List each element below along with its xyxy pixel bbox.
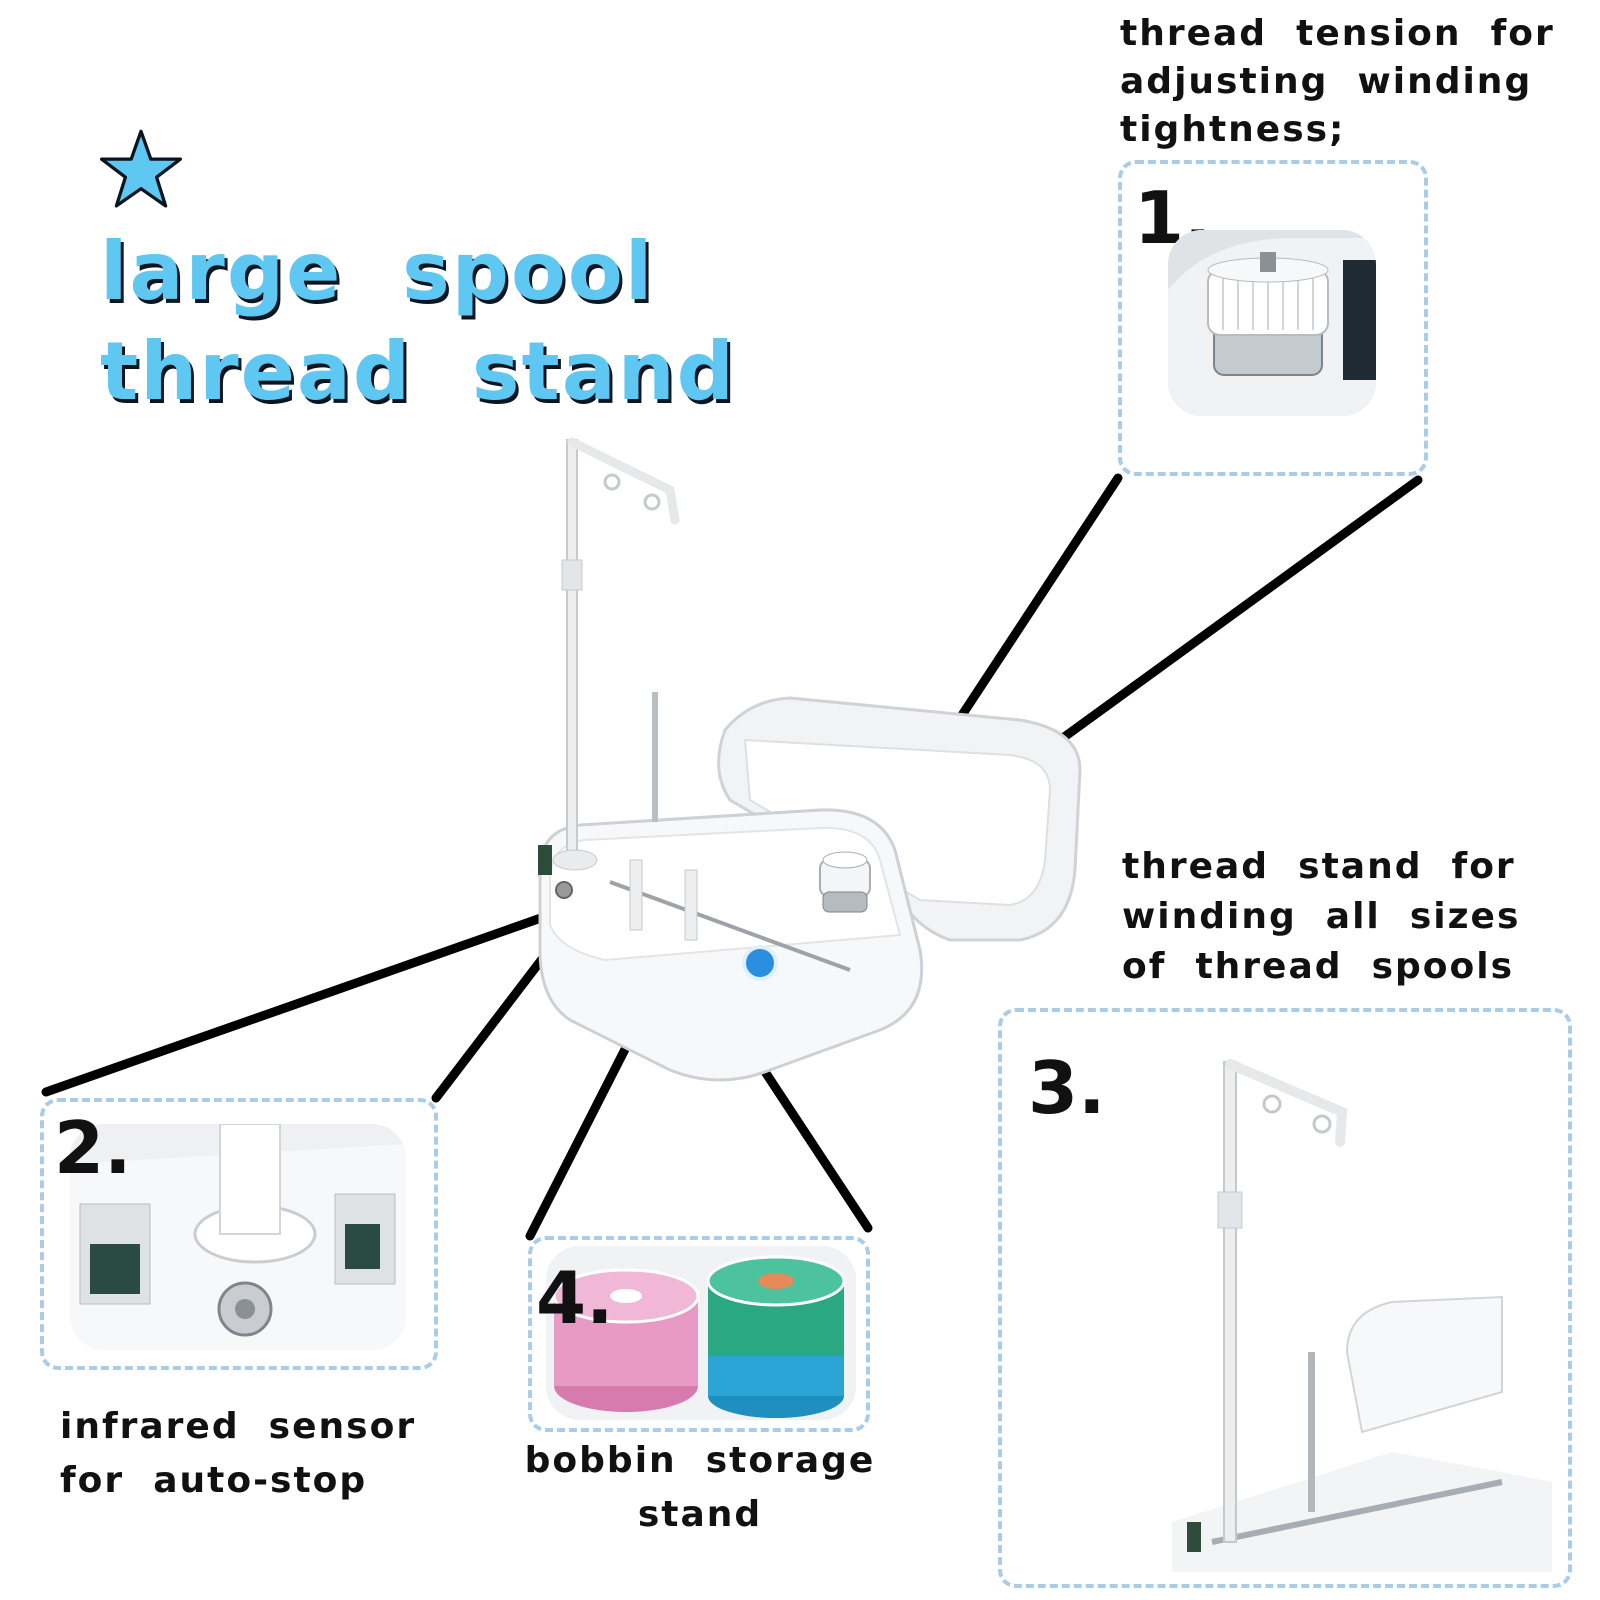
base-body xyxy=(538,808,924,1082)
callout-tension-line-3: tightness; xyxy=(1120,109,1346,150)
callout-storage-number: 4. xyxy=(536,1256,614,1340)
callout-tension-box: 1. xyxy=(1118,160,1428,476)
callout-sensor-text: infrared sensor for auto-stop xyxy=(60,1400,416,1508)
open-lid xyxy=(717,696,1082,942)
callout-storage-line-1: bobbin storage xyxy=(524,1440,876,1481)
thread-stand-photo xyxy=(1172,1059,1552,1572)
headline-line-1: large spool xyxy=(100,225,655,318)
leader-line-2a xyxy=(41,907,563,1097)
small-spindle xyxy=(629,692,698,941)
green-bobbin xyxy=(706,1255,846,1356)
headline: large spool thread stand xyxy=(100,222,736,422)
callout-storage-line-2: stand xyxy=(637,1494,763,1535)
callout-stand-number: 3. xyxy=(1028,1046,1106,1130)
callout-tension-line-1: thread tension for xyxy=(1120,13,1555,54)
callout-sensor-box: 2. xyxy=(40,1098,438,1370)
callout-sensor-number: 2. xyxy=(54,1106,132,1190)
pink-bobbin xyxy=(552,1268,700,1412)
callout-stand-line-3: of thread spools xyxy=(1122,946,1515,987)
sensor-photo xyxy=(70,1124,406,1350)
tall-stand xyxy=(552,437,680,871)
headline-line-2: thread stand xyxy=(100,325,736,418)
callout-stand-text: thread stand for winding all sizes of th… xyxy=(1122,842,1520,992)
callout-storage-text: bobbin storage stand xyxy=(510,1434,890,1542)
tension-knob xyxy=(819,851,871,913)
star-icon xyxy=(100,129,182,208)
callout-sensor-line-2: for auto-stop xyxy=(60,1460,368,1501)
callout-tension-text: thread tension for adjusting winding tig… xyxy=(1120,10,1555,154)
callout-stand-line-1: thread stand for xyxy=(1122,846,1516,887)
callout-stand-line-2: winding all sizes xyxy=(1122,896,1521,937)
bobbin-winder-illustration xyxy=(538,437,1082,1082)
blue-bobbin xyxy=(708,1356,844,1418)
callout-tension-line-2: adjusting winding xyxy=(1120,61,1533,102)
callout-storage-box: 4. xyxy=(528,1236,870,1432)
callout-sensor-line-1: infrared sensor xyxy=(60,1406,417,1447)
callout-stand-box: 3. xyxy=(998,1008,1572,1588)
tension-knob-photo xyxy=(1168,230,1376,416)
bobbin-photo xyxy=(546,1246,856,1420)
